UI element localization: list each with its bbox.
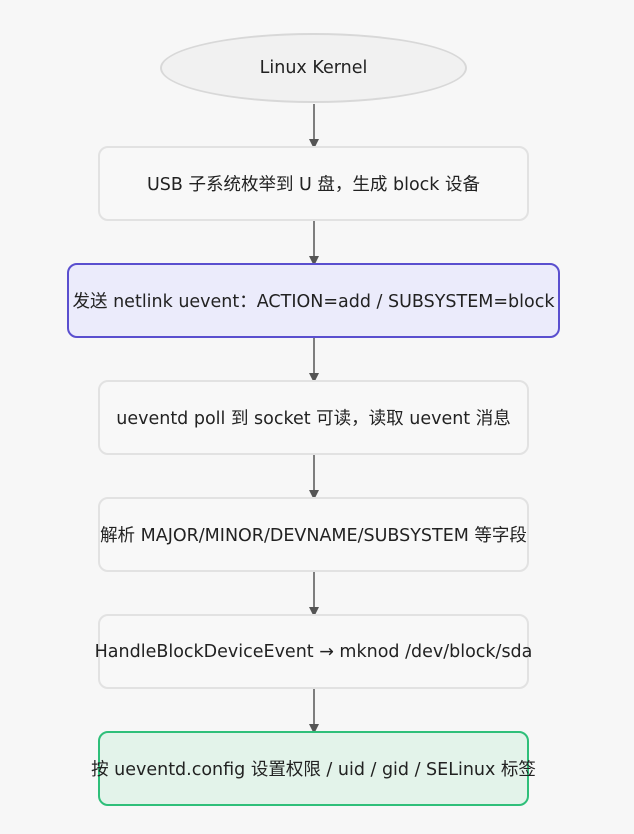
node-linux-kernel: Linux Kernel (160, 33, 467, 103)
node-send-netlink-uevent: 发送 netlink uevent：ACTION=add / SUBSYSTEM… (67, 263, 560, 338)
node-usb-enumerate-label: USB 子系统枚举到 U 盘，生成 block 设备 (147, 175, 480, 195)
node-handle-block-device-event: HandleBlockDeviceEvent → mknod /dev/bloc… (95, 614, 532, 689)
node-parse-fields: 解析 MAJOR/MINOR/DEVNAME/SUBSYSTEM 等字段 (98, 497, 529, 572)
node-usb-enumerate: USB 子系统枚举到 U 盘，生成 block 设备 (98, 146, 529, 221)
node-set-permissions-label: 按 ueventd.config 设置权限 / uid / gid / SELi… (91, 760, 536, 780)
node-ueventd-poll-label: ueventd poll 到 socket 可读，读取 uevent 消息 (116, 409, 511, 429)
node-ueventd-poll: ueventd poll 到 socket 可读，读取 uevent 消息 (98, 380, 529, 455)
node-handle-block-device-event-label: HandleBlockDeviceEvent → mknod /dev/bloc… (94, 641, 533, 662)
node-send-netlink-uevent-label: 发送 netlink uevent：ACTION=add / SUBSYSTEM… (72, 292, 555, 312)
node-linux-kernel-label: Linux Kernel (259, 58, 368, 78)
node-set-permissions: 按 ueventd.config 设置权限 / uid / gid / SELi… (91, 731, 536, 806)
node-parse-fields-label: 解析 MAJOR/MINOR/DEVNAME/SUBSYSTEM 等字段 (100, 526, 527, 546)
